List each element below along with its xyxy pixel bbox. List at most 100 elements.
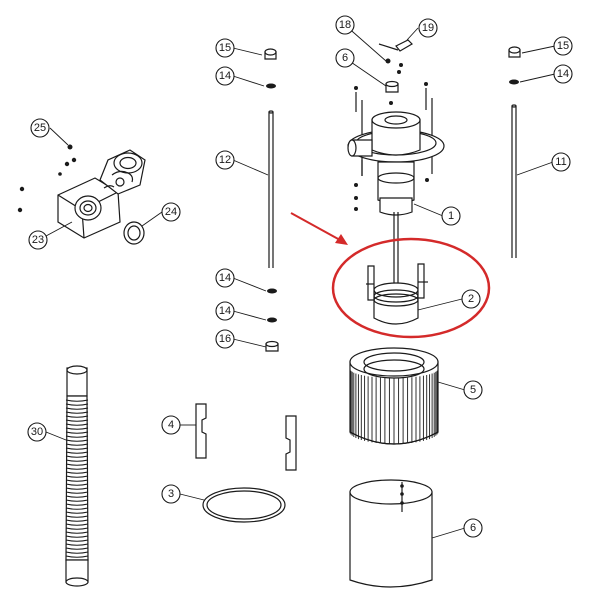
leader-lines xyxy=(45,24,556,539)
hose-ridge xyxy=(65,515,89,518)
hose-ridge xyxy=(65,435,89,438)
part-19-key xyxy=(378,39,413,52)
studs-group xyxy=(354,82,429,211)
hose-ridge xyxy=(65,439,89,442)
hose-ridge xyxy=(65,467,89,470)
part-15-nut-right xyxy=(508,46,521,58)
hose-ridge xyxy=(65,419,89,422)
hose-ridge xyxy=(65,459,89,462)
callout-label-14-top-right: 14 xyxy=(553,64,573,84)
callout-label-18: 18 xyxy=(335,15,355,35)
hose-ridge xyxy=(65,495,89,498)
callout-label-24: 24 xyxy=(161,202,181,222)
highlight-arrow xyxy=(290,212,348,245)
callout-label-30: 30 xyxy=(27,422,47,442)
part-2-filter-holder xyxy=(366,263,428,325)
hose-ridge xyxy=(65,523,89,526)
hose-ridge xyxy=(65,539,89,542)
callout-label-4: 4 xyxy=(161,415,181,435)
callout-label-13: 12 xyxy=(215,150,235,170)
hose-ridge xyxy=(65,551,89,554)
hose-ridge xyxy=(65,535,89,538)
hose-ridge xyxy=(65,399,89,402)
callout-label-5: 5 xyxy=(463,380,483,400)
callout-label-11: 6 xyxy=(335,48,355,68)
callout-label-2: 2 xyxy=(461,289,481,309)
svg-text:18: 18 xyxy=(339,19,351,31)
part-14-washer-low xyxy=(267,317,277,323)
hose-ridge xyxy=(65,443,89,446)
hose-ridge xyxy=(65,463,89,466)
part-3-gasket xyxy=(202,487,286,523)
part-14-washer-top-left xyxy=(266,83,276,89)
svg-text:14: 14 xyxy=(557,68,569,80)
hose-ridge xyxy=(65,507,89,510)
callout-label-6: 6 xyxy=(463,518,483,538)
svg-text:2: 2 xyxy=(468,293,474,305)
hose-ridge xyxy=(65,447,89,450)
svg-text:1: 1 xyxy=(448,210,454,222)
callout-label-23: 23 xyxy=(28,230,48,250)
svg-text:12: 12 xyxy=(219,154,231,166)
part-13-rod xyxy=(268,110,274,268)
hose-ridge xyxy=(65,527,89,530)
highlight-ellipse xyxy=(331,237,491,339)
part-14-washer-mid xyxy=(267,288,277,294)
part-5-filter-cartridge xyxy=(349,347,439,445)
svg-text:30: 30 xyxy=(31,426,43,438)
hose-ridge xyxy=(65,479,89,482)
hose-ridge xyxy=(65,455,89,458)
svg-text:14: 14 xyxy=(219,70,231,82)
hose-ridge xyxy=(65,423,89,426)
part-4-bracket-right xyxy=(285,415,297,471)
callout-label-1: 1 xyxy=(441,206,461,226)
svg-text:25: 25 xyxy=(34,122,46,134)
hose-ridge xyxy=(65,543,89,546)
hose-ridge xyxy=(65,531,89,534)
part-16-nut xyxy=(265,340,279,352)
svg-text:15: 15 xyxy=(219,42,231,54)
hose-ridge xyxy=(65,519,89,522)
callout-label-3: 3 xyxy=(161,484,181,504)
hose-ridge xyxy=(65,427,89,430)
svg-text:5: 5 xyxy=(470,384,476,396)
svg-text:24: 24 xyxy=(165,206,177,218)
callout-label-19: 19 xyxy=(418,18,438,38)
part-1-filter-cage-head xyxy=(347,98,445,290)
part-30-hose xyxy=(65,365,89,587)
hose-ridge xyxy=(65,451,89,454)
hose-ridge xyxy=(65,411,89,414)
part-12-rod xyxy=(511,104,517,258)
part-11-nut xyxy=(385,80,399,105)
callout-label-12: 11 xyxy=(551,152,571,172)
hose-ridge xyxy=(65,475,89,478)
svg-text:11: 11 xyxy=(555,156,566,168)
svg-text:23: 23 xyxy=(32,234,44,246)
hose-ridge xyxy=(65,555,89,558)
hose-ridge xyxy=(65,503,89,506)
svg-text:15: 15 xyxy=(557,40,569,52)
svg-text:6: 6 xyxy=(470,522,476,534)
svg-text:14: 14 xyxy=(219,272,231,284)
hose-ridge xyxy=(65,547,89,550)
callout-label-14-top-left: 14 xyxy=(215,66,235,86)
hose-ridge xyxy=(65,403,89,406)
callout-label-16: 16 xyxy=(215,329,235,349)
hose-ridge xyxy=(65,483,89,486)
callout-label-15-right: 15 xyxy=(553,36,573,56)
part-14-washer-top-right xyxy=(509,79,519,85)
svg-text:16: 16 xyxy=(219,333,231,345)
hose-ridge xyxy=(65,407,89,410)
motor-housing-assembly xyxy=(17,144,146,239)
hose-ridge xyxy=(65,511,89,514)
hose-ridge xyxy=(65,487,89,490)
svg-text:14: 14 xyxy=(219,305,231,317)
hose-ridge xyxy=(65,471,89,474)
hose-ridge xyxy=(65,499,89,502)
callout-label-15-left: 15 xyxy=(215,38,235,58)
hose-ridge xyxy=(65,415,89,418)
hose-ridge xyxy=(65,431,89,434)
callout-label-14-mid: 14 xyxy=(215,268,235,288)
part-4-bracket-left xyxy=(195,403,207,459)
